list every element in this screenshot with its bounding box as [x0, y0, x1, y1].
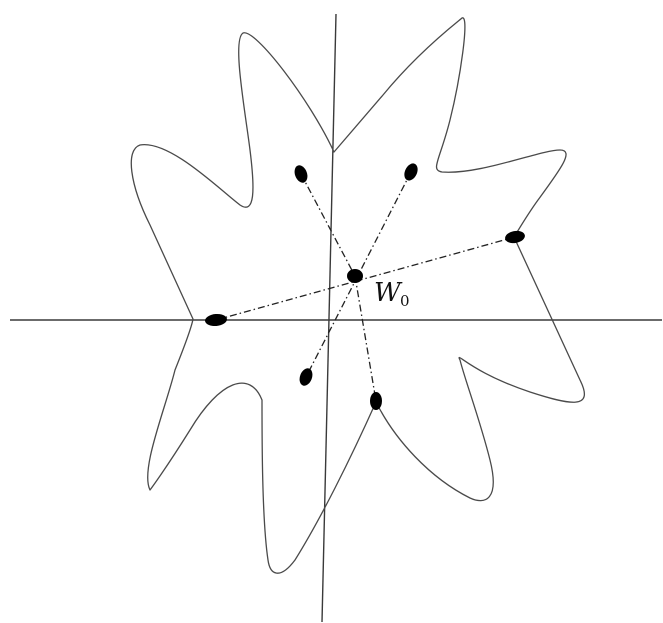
- point-center-w0: [347, 269, 363, 283]
- point-bottom: [370, 392, 382, 410]
- connector-upleft-center: [300, 173, 356, 277]
- point-lower-left: [299, 368, 313, 386]
- point-upper-right: [404, 163, 418, 181]
- center-point-label: W: [374, 278, 403, 308]
- star-boundary-curve: [130, 17, 586, 574]
- connector-center-bottom: [354, 275, 377, 402]
- connector-left-right: [215, 236, 516, 321]
- center-point-label-subscript: 0: [400, 292, 410, 310]
- vertical-axis: [321, 13, 337, 623]
- point-left: [205, 313, 227, 327]
- point-right: [505, 230, 525, 244]
- connector-upright-lowleft: [305, 171, 412, 378]
- point-upper-left: [294, 165, 308, 183]
